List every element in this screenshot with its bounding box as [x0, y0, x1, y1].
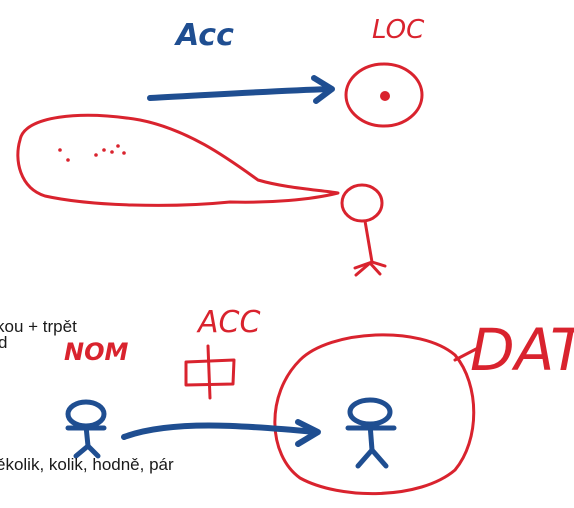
- location-dot: [380, 91, 390, 101]
- typed-text-line-3: ěkolik, kolik, hodně, pár: [0, 455, 174, 474]
- typed-text-line-1: kou + trpět: [0, 317, 77, 336]
- gift-box-icon: [184, 344, 236, 400]
- dat-label: DAT: [470, 316, 574, 384]
- stick-figure-blue-right: [345, 397, 397, 469]
- dative-circle-tail: [453, 346, 480, 362]
- arrow-bottom-head: [295, 419, 321, 447]
- location-circle: [344, 62, 424, 128]
- arrow-bottom: [121, 422, 319, 440]
- speech-bubble: [16, 113, 340, 207]
- arrow-top: [147, 86, 333, 101]
- arrow-top-head: [311, 75, 335, 104]
- stick-figure-red-top: [340, 183, 387, 277]
- stick-figure-blue-left: [65, 399, 107, 459]
- loc-label: LOC: [372, 15, 425, 45]
- bubble-dots: [58, 144, 126, 162]
- acc-label-top: Acc: [174, 18, 234, 53]
- nom-label: NOM: [64, 338, 128, 366]
- dative-circle: [273, 333, 476, 496]
- typed-text-line-2: d: [0, 333, 8, 352]
- acc-label-bottom: ACC: [196, 305, 260, 340]
